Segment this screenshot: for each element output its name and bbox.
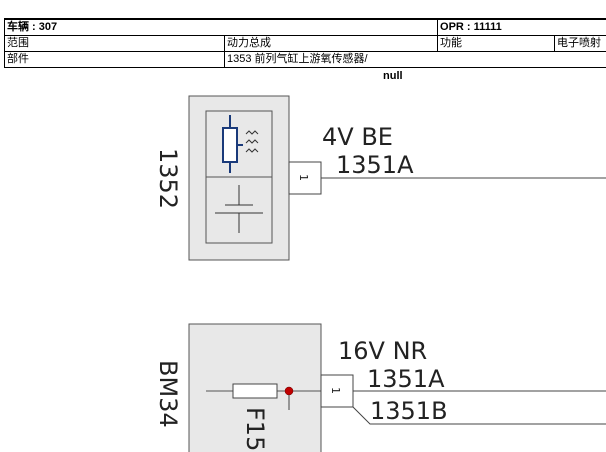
part-value: 1353 前列气缸上游氧传感器/ (223, 51, 606, 68)
connector-1352-pin: 1 (297, 174, 310, 181)
wire-1351b (352, 406, 606, 425)
connector-bm34-pin: 1 (329, 387, 342, 394)
wire-number-1351b: 1351B (370, 397, 448, 425)
heat-wave-icon (245, 130, 259, 153)
function-value: 电子喷射 (554, 35, 606, 52)
wire-number-1351a-bottom: 1351A (367, 365, 445, 393)
fuse-f15-icon (232, 383, 278, 399)
heater-resistor-icon (222, 115, 243, 173)
connector-1352 (288, 161, 322, 195)
wire-label-16v-nr: 16V NR (338, 337, 427, 365)
part-label: 部件 (4, 51, 225, 68)
component-1352-box (188, 95, 290, 261)
fuse-f15-label: F15 (241, 407, 269, 451)
info-row-scope: 范围 动力总成 功能 电子喷射 (4, 35, 606, 52)
sensor-cell-icon (215, 185, 263, 233)
info-row-part: 部件 1353 前列气缸上游氧传感器/ (4, 51, 606, 68)
component-1352-id: 1352 (154, 148, 182, 209)
component-bm34: F15 BM34 1 16V NR 1351A 1351B (154, 323, 606, 452)
wire-number-1351a-top: 1351A (336, 151, 414, 179)
info-table: 车辆 : 307 OPR : 11111 范围 动力总成 功能 电子喷射 部件 … (3, 18, 606, 68)
junction-dot-icon (284, 386, 294, 396)
null-label: null (383, 70, 403, 82)
component-bm34-id: BM34 (154, 360, 182, 428)
wire-label-4v-be: 4V BE (322, 123, 393, 151)
component-1352: 1352 1 4V BE 1351A (154, 95, 606, 261)
